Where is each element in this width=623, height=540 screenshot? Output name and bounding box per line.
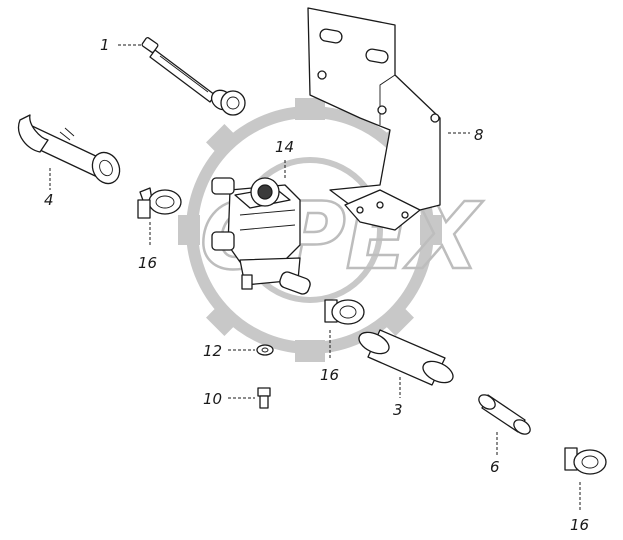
callout-16-a: 16 [138, 254, 157, 272]
callout-1: 1 [100, 36, 110, 54]
callout-6: 6 [490, 458, 500, 476]
part-12-washer [256, 344, 274, 356]
callout-14: 14 [275, 138, 294, 156]
callout-3: 3 [393, 401, 403, 419]
callout-4: 4 [44, 191, 54, 209]
part-3-tube [358, 329, 454, 386]
leader-lines [49, 44, 581, 510]
part-16-clamp-b [324, 299, 365, 325]
part-14-valve [211, 177, 311, 295]
part-8-bracket [307, 7, 441, 231]
part-4-hose [17, 114, 121, 185]
callout-8: 8 [474, 126, 484, 144]
callout-10: 10 [203, 390, 222, 408]
part-1-rod [141, 37, 246, 116]
part-16-clamp-c [564, 447, 607, 475]
callout-16-c: 16 [570, 516, 589, 534]
part-6-fitting [478, 394, 531, 435]
part-16-clamp-a [137, 187, 182, 219]
callout-16-b: 16 [320, 366, 339, 384]
callout-12: 12 [203, 342, 222, 360]
part-10-screw [257, 387, 271, 409]
